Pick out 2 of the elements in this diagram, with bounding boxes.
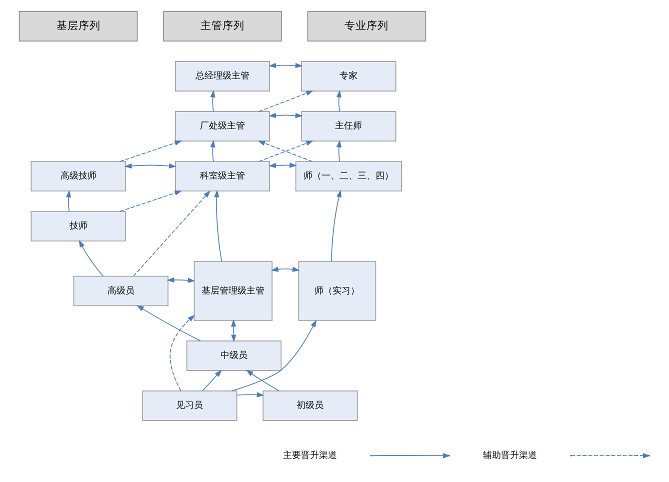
legend-label: 辅助晋升渠道 <box>483 450 538 461</box>
legend-label: 主要晋升渠道 <box>283 450 338 461</box>
